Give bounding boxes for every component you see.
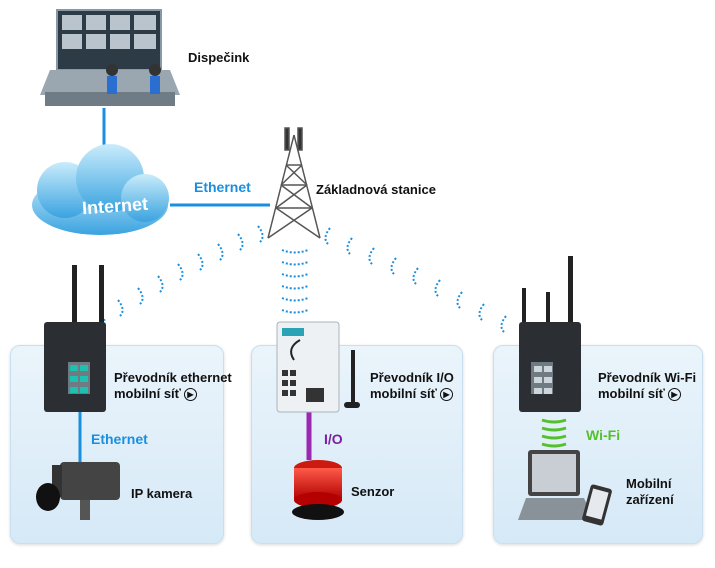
panel-3-title[interactable]: Převodník Wi-Fi mobilní síť▶: [598, 370, 696, 402]
camera-icon: [36, 462, 120, 520]
io-module-icon: [276, 321, 360, 413]
ip-camera-label: IP kamera: [131, 486, 193, 501]
beacon-icon: [292, 460, 344, 520]
chevron-circle-icon[interactable]: ▶: [667, 388, 681, 402]
sensor-label: Senzor: [351, 484, 395, 499]
base-station-label: Základnová stanice: [316, 182, 436, 197]
panel-2-line2: mobilní síť: [370, 386, 437, 401]
tower-icon: [267, 127, 321, 239]
radio-waves-right: [324, 227, 507, 333]
panel-3-line1: Převodník Wi-Fi: [598, 370, 697, 385]
gateway-icon-wifi: [519, 256, 581, 412]
panel-2-line1: Převodník I/O: [370, 370, 454, 385]
wifi-label: Wi-Fi: [586, 427, 621, 443]
ethernet-label-left: Ethernet: [91, 431, 148, 447]
gateway-icon-ethernet: [44, 265, 106, 412]
radio-waves-middle: [281, 249, 309, 314]
panel-1-line1: Převodník ethernet: [114, 370, 232, 385]
phone-icon: [582, 484, 612, 526]
panel-3-line2: mobilní síť: [598, 386, 665, 401]
laptop-icon: [518, 450, 594, 520]
panel-1-title[interactable]: Převodník ethernet mobilní síť▶: [114, 370, 232, 402]
radio-waves-left: [99, 225, 264, 329]
cloud-icon: [32, 144, 169, 235]
control-room-icon: [40, 9, 180, 106]
io-label: I/O: [324, 431, 343, 447]
chevron-circle-icon[interactable]: ▶: [183, 388, 197, 402]
panel-1-line2: mobilní síť: [114, 386, 181, 401]
wifi-waves: [541, 418, 567, 456]
panel-2-title[interactable]: Převodník I/O mobilní síť▶: [370, 370, 454, 402]
mobile-device-line1: Mobilní: [626, 476, 672, 491]
mobile-device-line2: zařízení: [626, 492, 674, 507]
mobile-device-label: Mobilní zařízení: [626, 476, 674, 508]
ethernet-label-top: Ethernet: [194, 179, 251, 195]
chevron-circle-icon[interactable]: ▶: [439, 388, 453, 402]
dispatch-label: Dispečink: [188, 50, 250, 65]
